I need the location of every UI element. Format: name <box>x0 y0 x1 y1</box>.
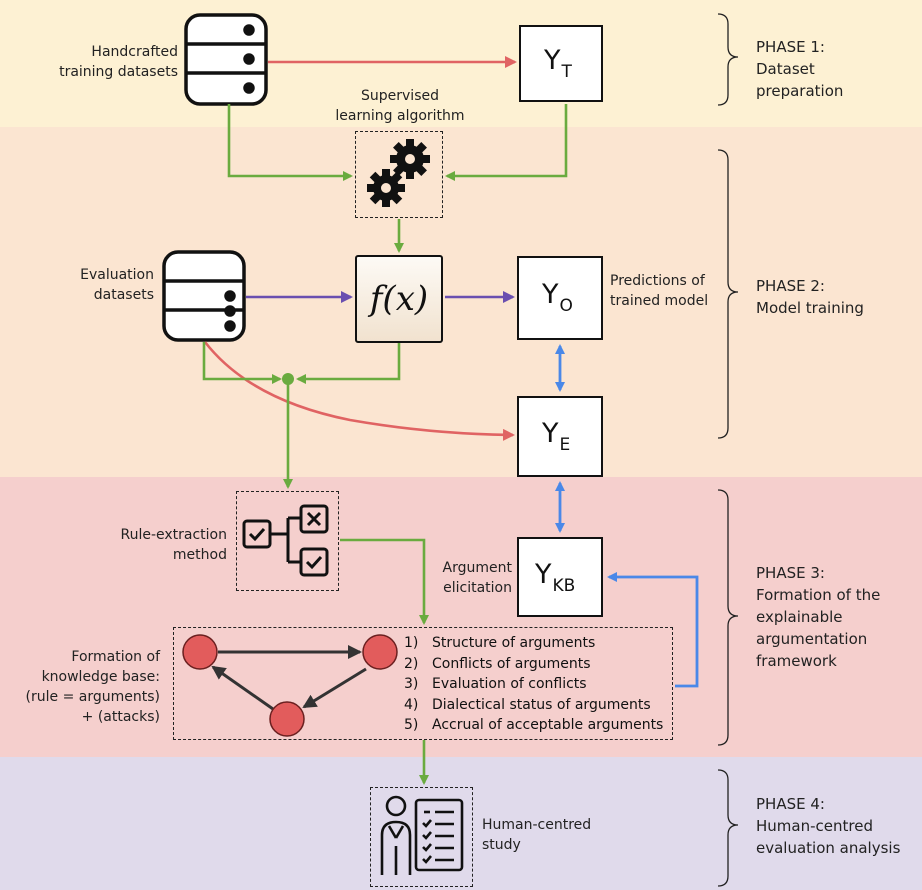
phase-1-label: PHASE 1: Dataset preparation <box>756 38 844 100</box>
human-study-icon <box>380 795 464 875</box>
list-item: 4)Dialectical status of arguments <box>404 696 651 713</box>
model-function-label: f(x) <box>369 279 429 319</box>
phase-3-band <box>0 477 922 757</box>
predictions-label: Predictions of trained model <box>610 273 709 309</box>
ykb-box: YKB <box>517 537 603 617</box>
yt-box: YT <box>519 25 603 102</box>
ye-subscript: E <box>559 435 571 455</box>
yo-box: YO <box>517 256 603 340</box>
argument-graph-icon <box>182 634 398 737</box>
rule-extraction-container <box>236 491 339 591</box>
rule-extraction-label: Rule-extraction method <box>120 527 227 563</box>
handcrafted-datasets-label: Handcrafted training datasets <box>59 44 178 80</box>
yt-subscript: T <box>561 62 572 82</box>
phase-1-band <box>0 0 922 127</box>
list-item: 2)Conflicts of arguments <box>404 655 591 672</box>
list-item: 1)Structure of arguments <box>404 635 596 651</box>
ye-symbol: Y <box>542 418 559 449</box>
list-item: 5)Accrual of acceptable arguments <box>404 717 664 733</box>
decision-tree-icon <box>242 504 329 577</box>
human-study-container <box>370 787 473 887</box>
target-label-arrows <box>203 56 517 441</box>
yo-symbol: Y <box>542 279 559 310</box>
yt-symbol: Y <box>544 45 561 76</box>
supervised-algorithm-label: Supervised learning algorithm <box>335 88 465 124</box>
ykb-symbol: Y <box>535 559 552 590</box>
algorithm-container <box>355 131 443 218</box>
phase-2-label: PHASE 2: Model training <box>756 277 864 317</box>
human-study-label: Human-centred study <box>482 817 592 853</box>
merge-node <box>282 373 294 385</box>
trained-model-box: f(x) <box>355 255 443 343</box>
argumentation-steps-list: 1)Structure of arguments 2)Conflicts of … <box>404 633 663 736</box>
ykb-subscript: KB <box>552 576 576 596</box>
argument-elicitation-label: Argument elicitation <box>442 560 512 596</box>
knowledge-base-label: Formation of knowledge base: (rule = arg… <box>25 649 160 725</box>
comparison-arrows <box>555 344 699 688</box>
database-icon <box>162 250 246 342</box>
phase-3-label: PHASE 3: Formation of the explainable ar… <box>756 564 881 670</box>
data-flow-arrows <box>202 104 568 785</box>
list-item: 3)Evaluation of conflicts <box>404 676 587 692</box>
database-icon <box>184 13 268 106</box>
phase-braces <box>717 13 739 887</box>
ye-box: YE <box>517 396 603 477</box>
yo-subscript: O <box>559 296 573 316</box>
gears-icon <box>367 139 430 207</box>
knowledge-base-container <box>173 627 673 740</box>
evaluation-datasets-label: Evaluation datasets <box>80 267 154 303</box>
phase-4-label: PHASE 4: Human-centred evaluation analys… <box>756 795 901 857</box>
phase-2-band <box>0 127 922 477</box>
